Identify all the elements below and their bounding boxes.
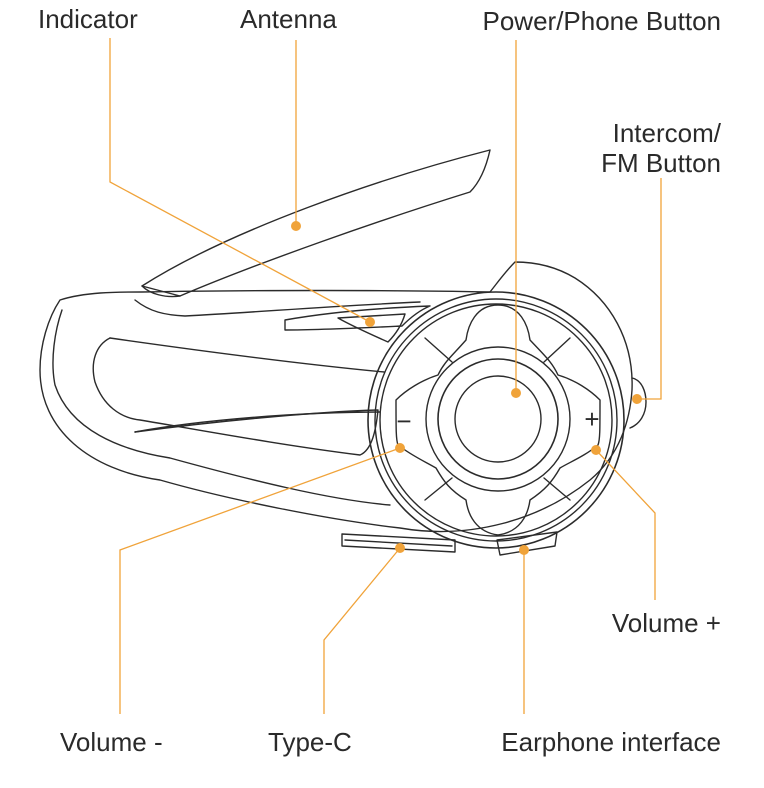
- dot-antenna: [291, 221, 301, 231]
- dot-type-c: [395, 543, 405, 553]
- label-intercom-line1: Intercom/: [612, 118, 721, 148]
- intercom-fm-button: [629, 377, 647, 429]
- dot-volume-minus: [395, 443, 405, 453]
- label-antenna: Antenna: [240, 4, 337, 34]
- device-body: [39, 261, 633, 533]
- type-c-port: [341, 533, 456, 553]
- label-volume-plus: Volume +: [611, 608, 721, 638]
- label-indicator: Indicator: [38, 4, 138, 34]
- earphone-port: [496, 531, 558, 556]
- leader-volume-plus: [595, 449, 656, 600]
- label-fm-button-line2: FM Button: [601, 148, 721, 178]
- leader-intercom: [638, 178, 662, 400]
- center-button-ring: [425, 346, 571, 492]
- leader-type-c: [323, 547, 401, 714]
- plus-symbol: +: [584, 404, 599, 434]
- minus-symbol: −: [396, 406, 411, 436]
- dot-indicator: [365, 317, 375, 327]
- label-earphone-interface: Earphone interface: [501, 727, 721, 757]
- label-power-phone-button: Power/Phone Button: [482, 6, 722, 36]
- indicator-light: [337, 313, 406, 343]
- leader-indicator: [109, 38, 371, 323]
- dot-earphone: [519, 545, 529, 555]
- antenna-shape: [141, 149, 491, 297]
- leader-volume-minus: [119, 447, 401, 714]
- dot-power-phone: [511, 388, 521, 398]
- dot-volume-plus: [591, 445, 601, 455]
- label-volume-minus: Volume -: [60, 727, 163, 757]
- dot-intercom: [632, 394, 642, 404]
- power-phone-button: [437, 358, 559, 480]
- control-dial-outer: [367, 291, 625, 549]
- label-type-c: Type-C: [268, 727, 352, 757]
- dial-cross: [395, 304, 601, 536]
